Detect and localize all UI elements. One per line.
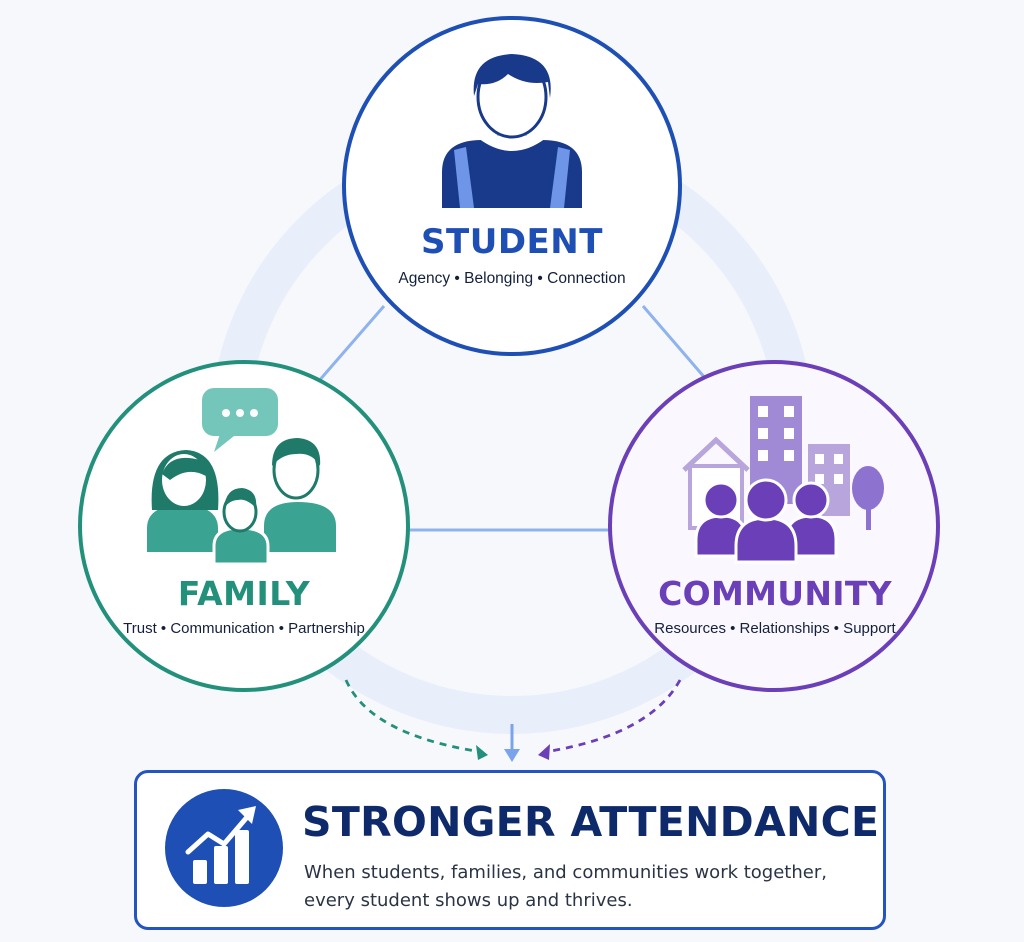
student-subtitle: Agency • Belonging • Connection [398,270,626,287]
family-arrow [344,679,483,754]
connector-lines [316,305,707,532]
family-subtitle: Trust • Communication • Partnership [123,620,365,637]
student-arrowhead [504,749,520,762]
people-group-icon [694,478,838,564]
family-title: FAMILY [177,574,311,613]
student-title: STUDENT [421,222,603,262]
student-node [342,16,682,356]
family-arrowhead [476,745,488,760]
family-node [78,360,410,692]
community-subtitle: Resources • Relationships • Support [654,620,896,637]
connector-student-community [641,305,707,379]
community-arrow [544,679,682,754]
connector-student-family [316,305,386,383]
outcome-description-line-1: When students, families, and communities… [304,862,827,883]
speech-bubble-icon [202,388,278,452]
family-icon [147,438,336,566]
community-arrowhead [538,744,550,760]
community-node [608,360,940,692]
student-icon [442,54,582,208]
outcome-description-line-2: every student shows up and thrives. [304,890,633,911]
outcome-title: STRONGER ATTENDANCE [302,798,880,846]
arrows-to-outcome [344,679,682,762]
community-title: COMMUNITY [658,574,892,613]
